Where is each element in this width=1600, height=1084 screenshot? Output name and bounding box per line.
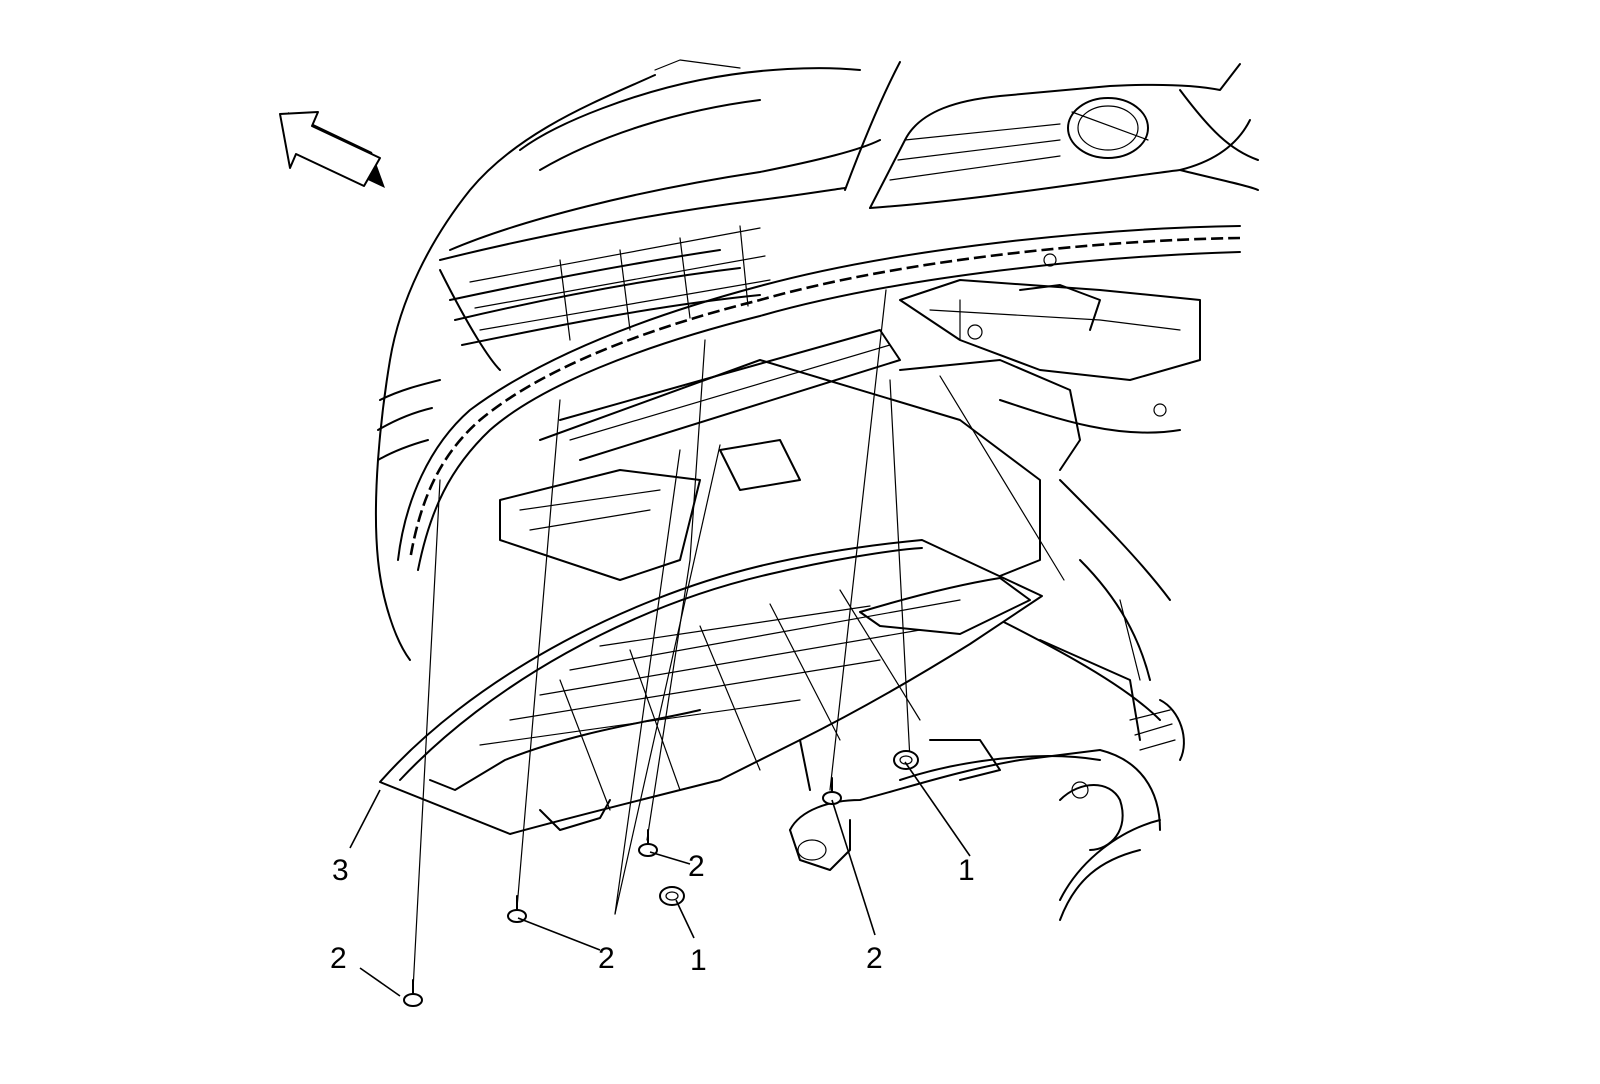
callout-2-retainer-right: 2	[866, 942, 883, 975]
air-deflector-panel	[379, 539, 1043, 835]
push-pin-retainer-icon	[507, 895, 527, 923]
fastener-leader-lines	[412, 289, 1065, 991]
push-pin-retainer-icon	[822, 777, 842, 805]
bolt-icon	[659, 886, 685, 906]
fascia-lower-edge	[397, 225, 1241, 571]
callout-2-retainer-center: 2	[688, 850, 705, 883]
callout-1-bolt-right: 1	[958, 854, 975, 887]
callout-leaders	[349, 761, 971, 997]
fog-lamp-grille	[869, 63, 1259, 209]
lower-control-arm	[789, 739, 1161, 921]
callout-3-air-deflector: 3	[332, 854, 349, 887]
bolt-icon	[893, 750, 919, 770]
callout-2-retainer-left: 2	[330, 942, 347, 975]
push-pin-retainer-icon	[403, 979, 423, 1007]
underbody-structure	[499, 253, 1201, 761]
front-bumper-fascia	[374, 59, 901, 661]
callout-labels: 1 1 2 2 2 2 3	[330, 850, 975, 977]
callout-1-bolt-center: 1	[690, 944, 707, 977]
forward-direction-arrow-icon	[279, 111, 385, 188]
push-pin-retainer-icon	[638, 829, 658, 857]
callout-2-retainer-left-center: 2	[598, 942, 615, 975]
